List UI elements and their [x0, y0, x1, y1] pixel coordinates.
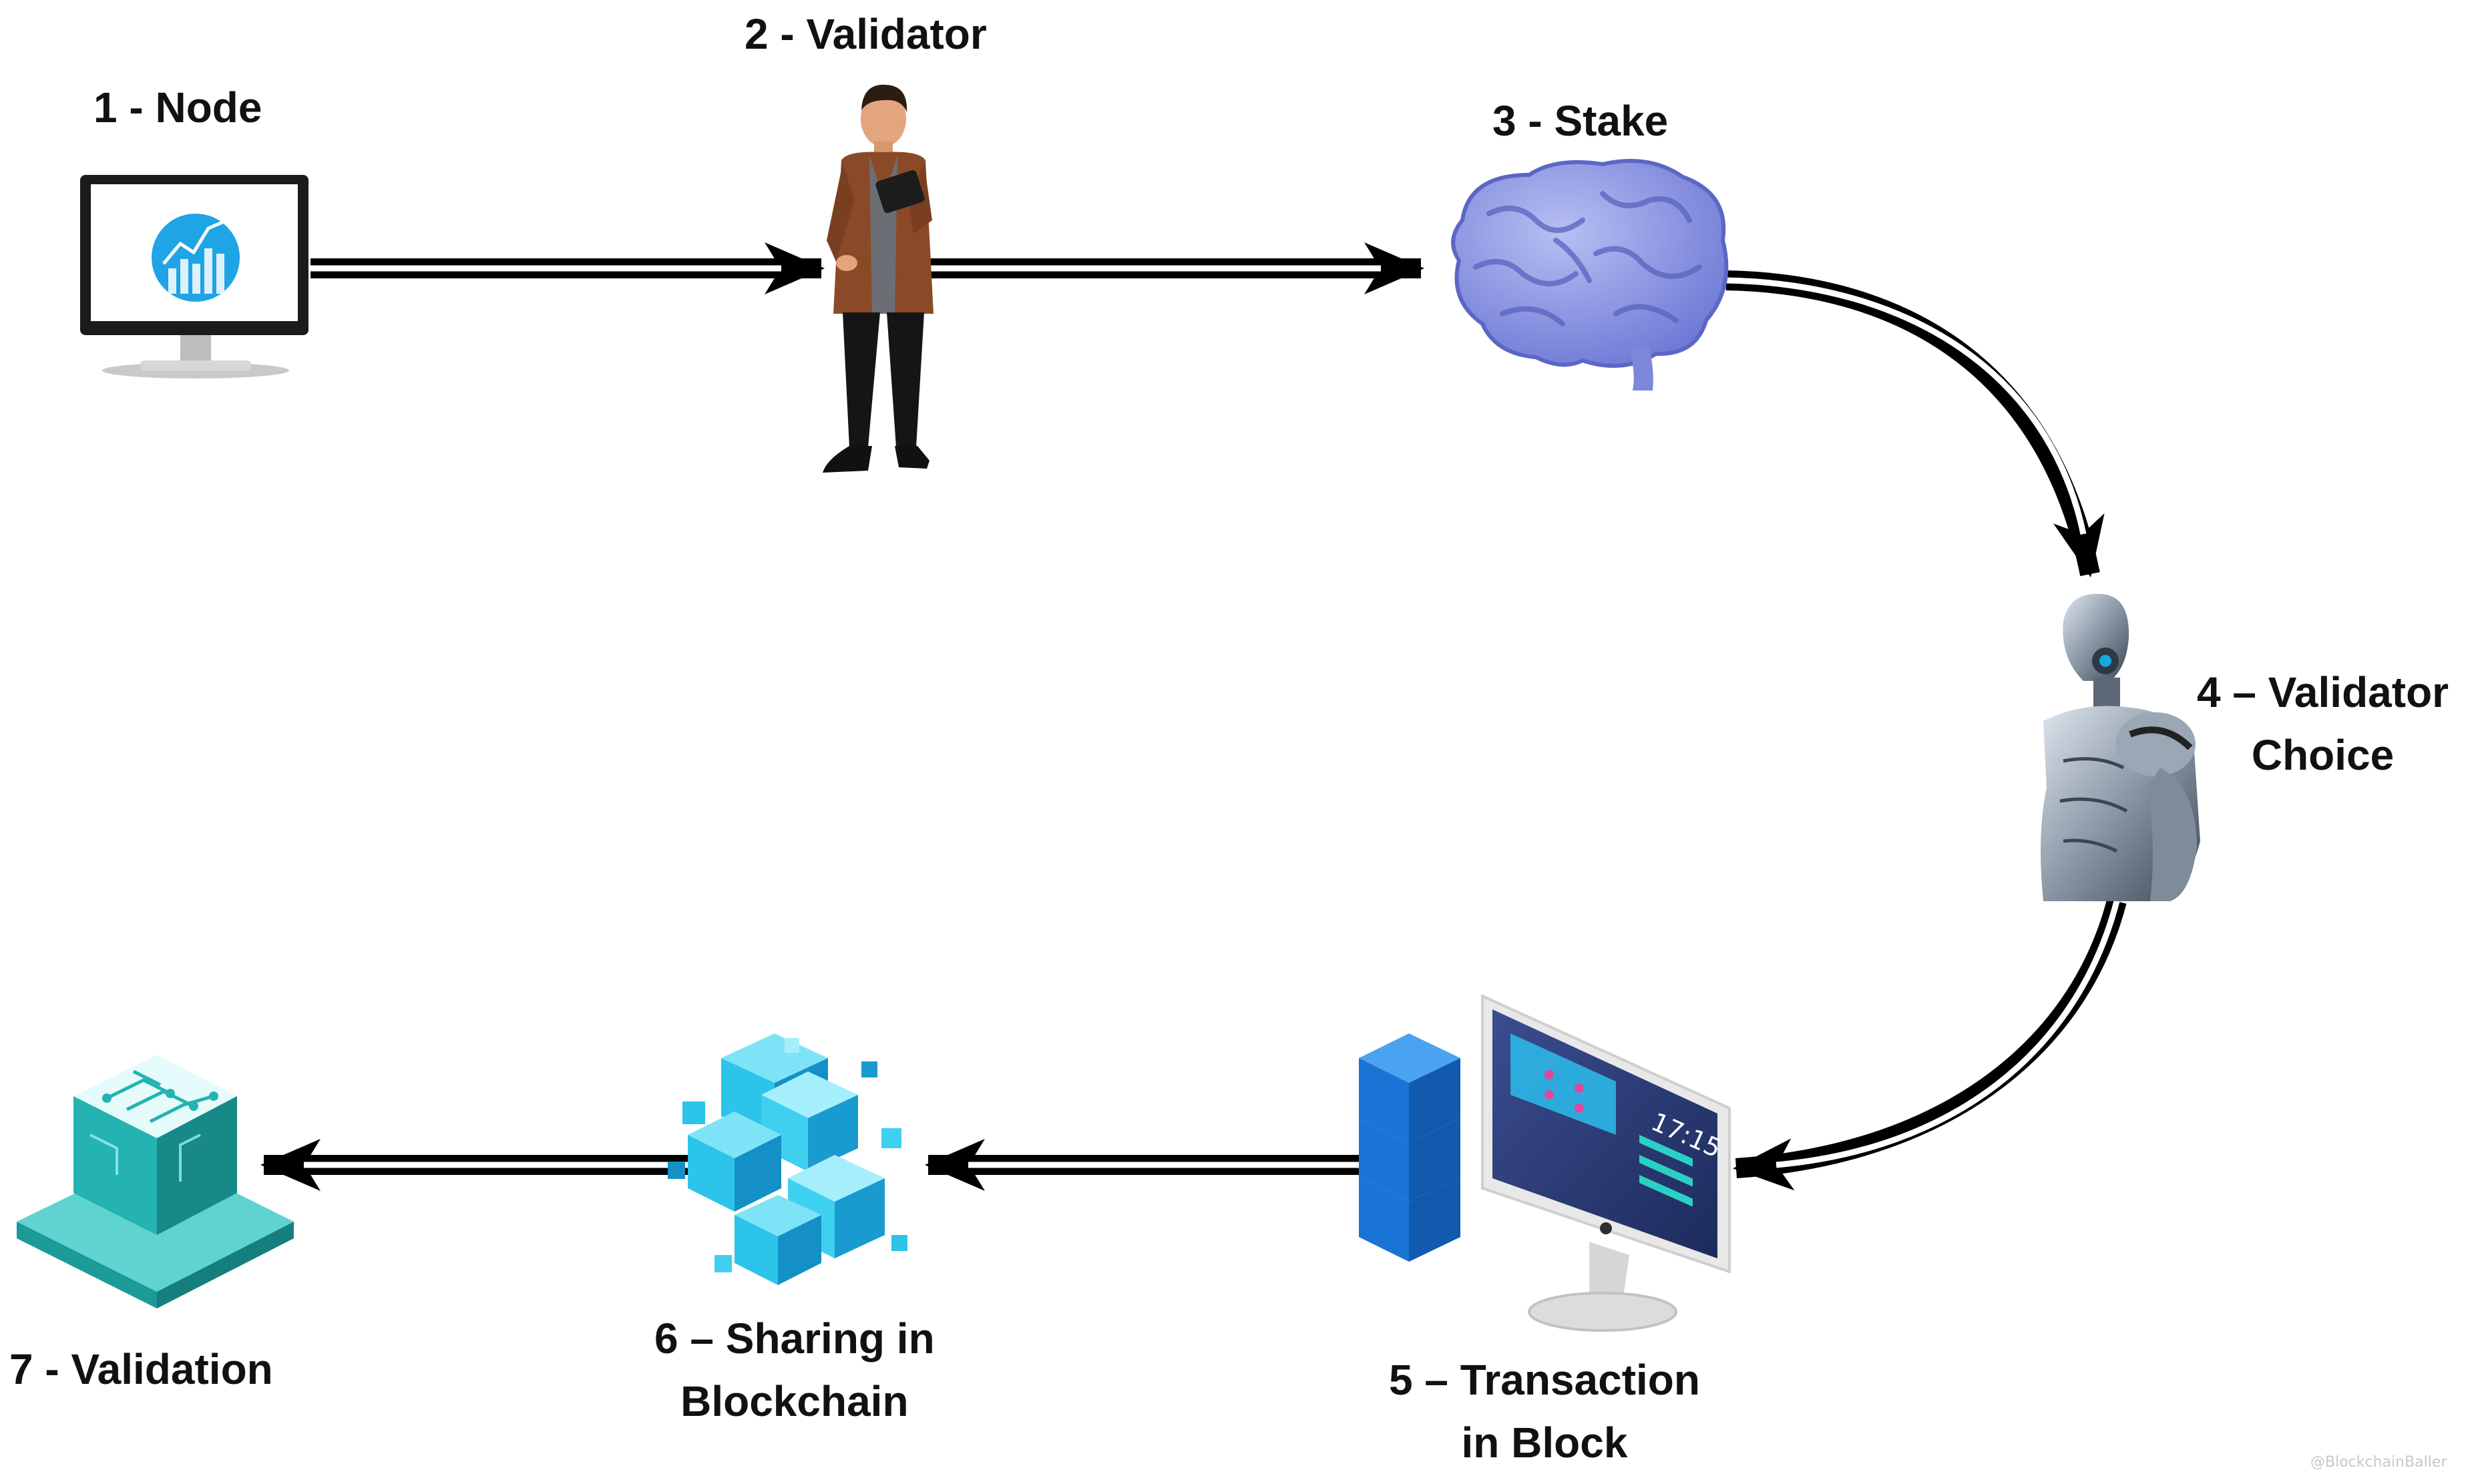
step-1-label: 1 - Node [93, 76, 262, 139]
step-7-label: 7 - Validation [9, 1338, 273, 1401]
robot-icon [2041, 593, 2200, 901]
step-3-label: 3 - Stake [1492, 89, 1668, 152]
step-4-label: 4 – Validator Choice [2197, 661, 2449, 786]
step-2-label-text: 2 - Validator [745, 10, 987, 58]
block-stack-monitor-icon: 17:15 [1359, 993, 1731, 1332]
step-5-label-line-1: 5 – Transaction [1389, 1356, 1700, 1404]
monitor-chart-icon [80, 175, 308, 379]
step-6-label-line-1: 6 – Sharing in [654, 1314, 935, 1363]
watermark: @BlockchainBaller [2310, 1454, 2447, 1471]
step-4-label-line-1: 4 – Validator [2197, 668, 2449, 716]
step-6-label-line-2: Blockchain [680, 1377, 909, 1425]
brain-icon [1451, 159, 1729, 391]
arrow-stake-to-validator-choice [1725, 270, 2105, 577]
blockchain-cubes-icon [668, 1033, 907, 1285]
arrow-validator-choice-to-transaction [1733, 899, 2127, 1191]
step-5-label-line-2: in Block [1461, 1419, 1628, 1467]
circuit-chip-icon [17, 1055, 294, 1308]
step-3-label-text: 3 - Stake [1492, 97, 1669, 145]
step-7-label-text: 7 - Validation [9, 1345, 273, 1393]
step-6-label: 6 – Sharing in Blockchain [654, 1307, 935, 1433]
person-tablet-icon [823, 84, 934, 473]
step-5-label: 5 – Transaction in Block [1389, 1348, 1700, 1474]
step-2-label: 2 - Validator [745, 3, 987, 65]
step-4-label-line-2: Choice [2251, 731, 2395, 779]
step-1-label-text: 1 - Node [93, 83, 262, 132]
